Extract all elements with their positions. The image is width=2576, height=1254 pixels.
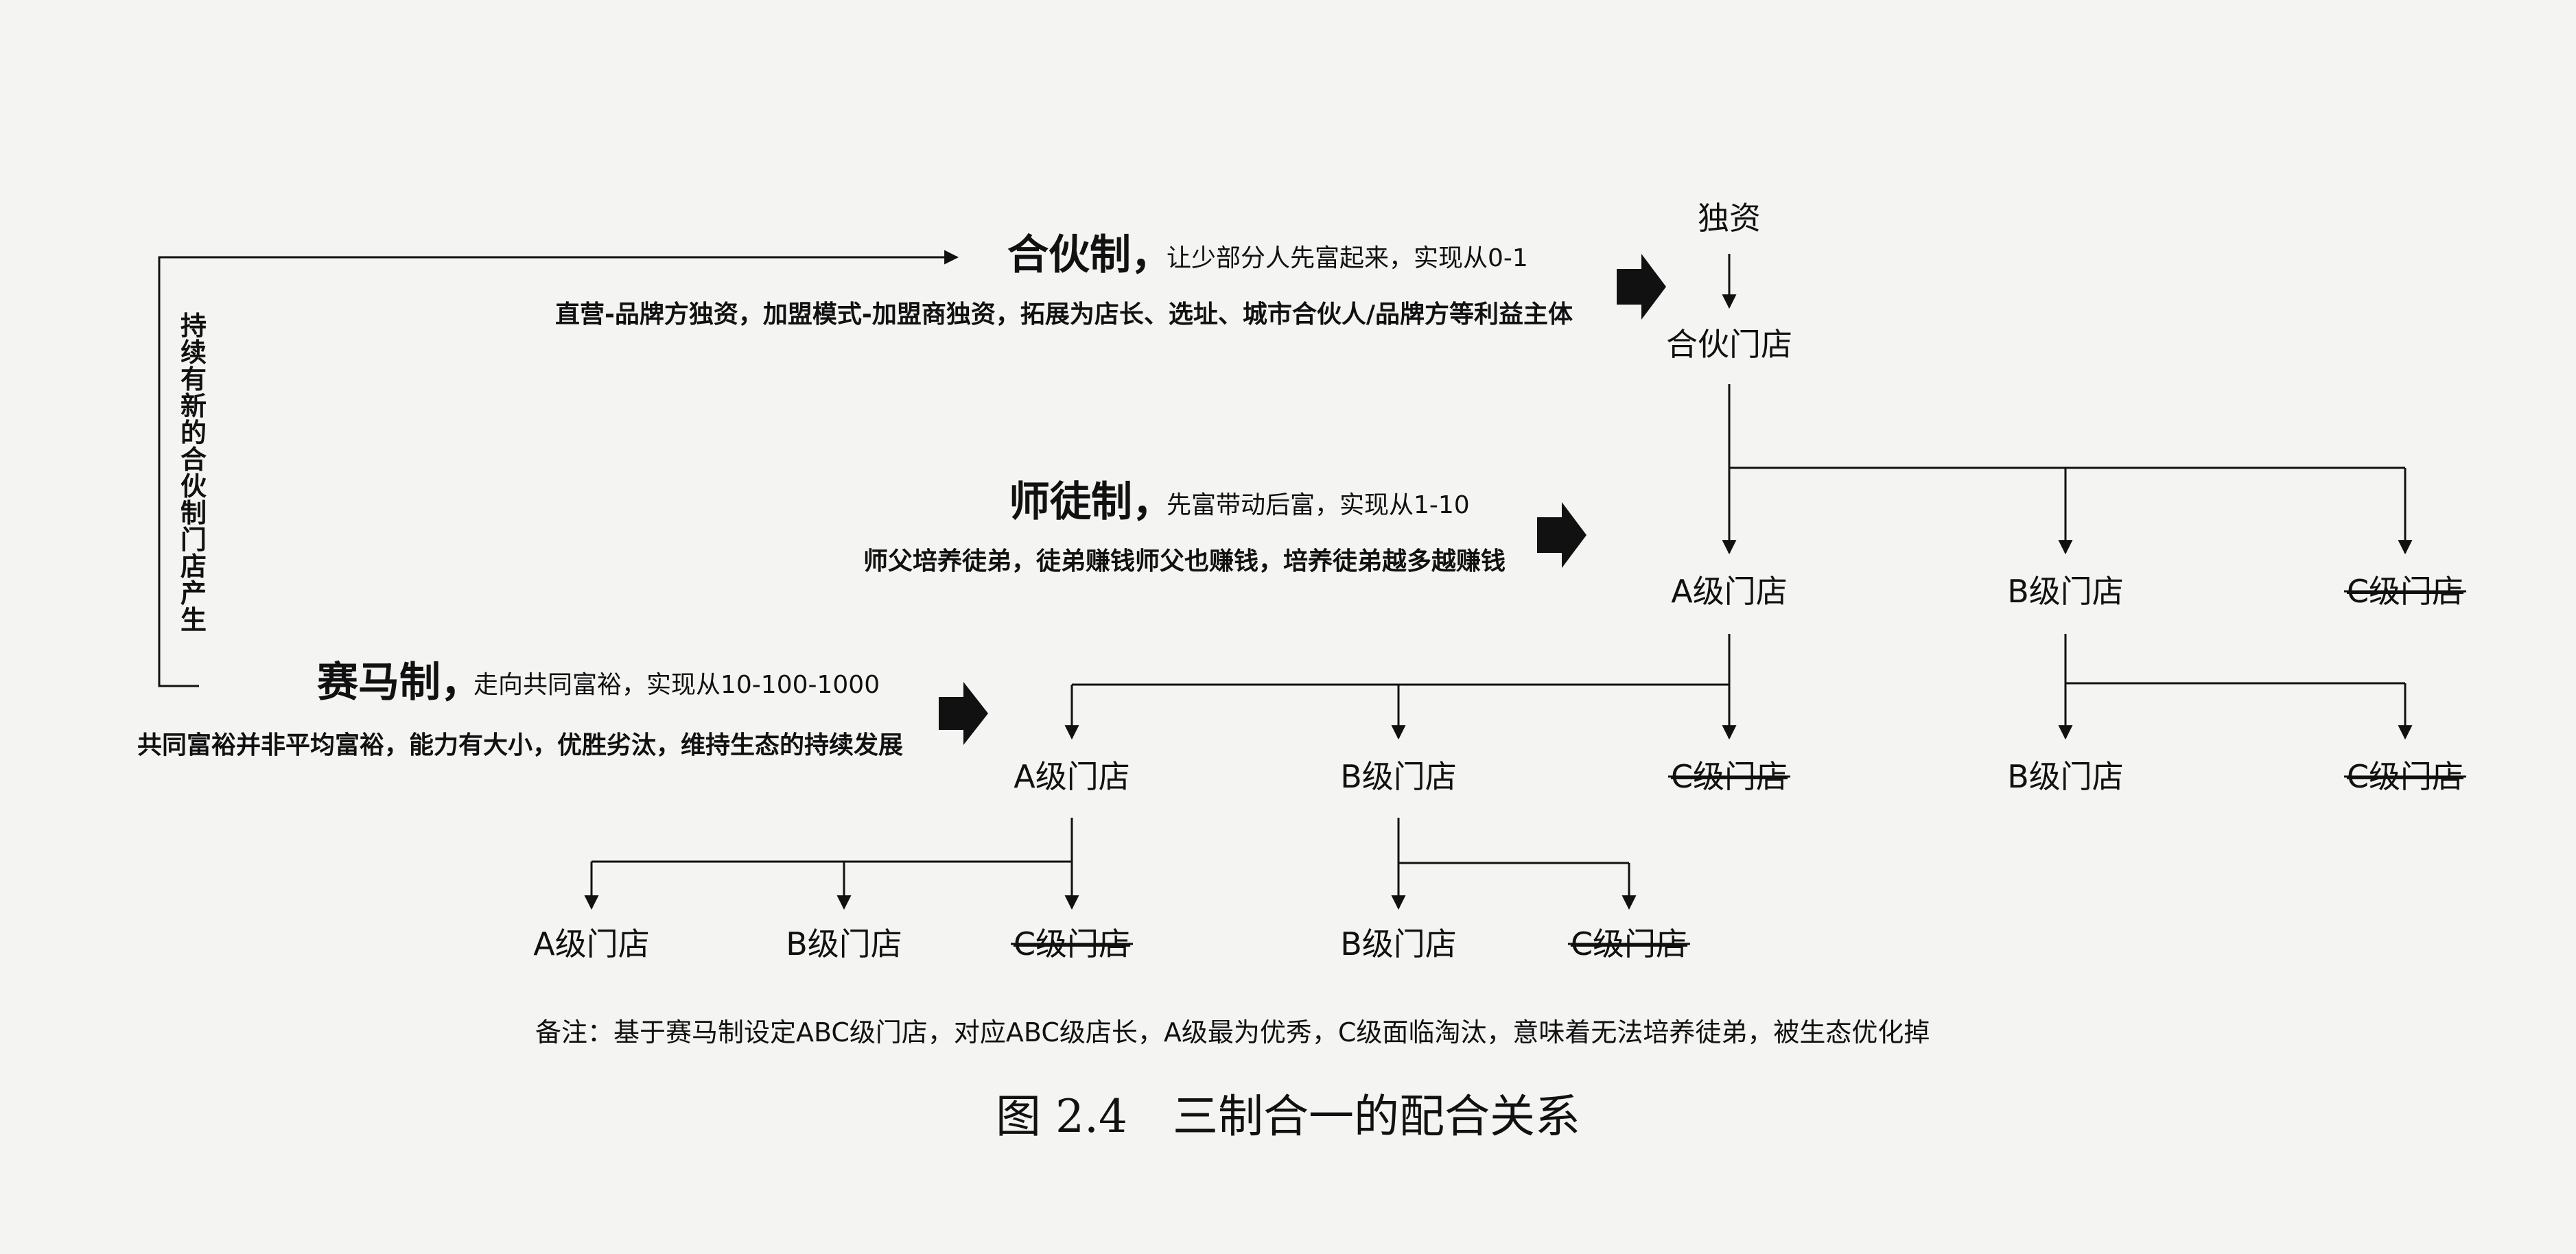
loop-connector xyxy=(158,250,959,687)
partnership-sub: 让少部分人先富起来，实现从0-1 xyxy=(1167,244,1528,272)
node-l2-a: A级门店 xyxy=(1014,758,1129,795)
tree-edges xyxy=(584,254,2413,910)
edge-l2b-level3 xyxy=(1397,818,1629,864)
edge-l1a-level2 xyxy=(1072,634,1731,686)
partnership-pointer-arrow xyxy=(1617,254,1666,320)
race-heading: 赛马制， xyxy=(317,659,482,707)
node-l2-b: B级门店 xyxy=(1340,758,1457,795)
edge-l1b-level2 xyxy=(2064,634,2405,685)
node-l3-a: A级门店 xyxy=(533,925,649,962)
section-race: 赛马制， 走向共同富裕，实现从10-100-1000 共同富裕并非平均富裕，能力… xyxy=(137,659,988,759)
mentor-sub: 先富带动后富，实现从1-10 xyxy=(1167,491,1470,519)
race-desc: 共同富裕并非平均富裕，能力有大小，优胜劣汰，维持生态的持续发展 xyxy=(137,731,903,759)
node-sole: 独资 xyxy=(1698,200,1761,237)
mentor-pointer-arrow xyxy=(1537,502,1586,568)
mentor-desc: 师父培养徒弟，徒弟赚钱师父也赚钱，培养徒弟越多越赚钱 xyxy=(863,547,1506,576)
loop-label: 持续有新的合伙制门店产生 xyxy=(180,311,207,635)
partnership-desc: 直营-品牌方独资，加盟模式-加盟商独资，拓展为店长、选址、城市合伙人/品牌方等利… xyxy=(555,300,1573,329)
node-l1-b: B级门店 xyxy=(2007,573,2124,610)
figure-caption: 图 2.4 三制合一的配合关系 xyxy=(996,1090,1580,1143)
node-l3-bb: B级门店 xyxy=(1340,925,1457,962)
mentor-heading: 师徒制， xyxy=(1009,478,1173,526)
node-l1-a: A级门店 xyxy=(1671,573,1787,610)
race-pointer-arrow xyxy=(939,682,988,745)
section-partnership: 合伙制， 让少部分人先富起来，实现从0-1 直营-品牌方独资，加盟模式-加盟商独… xyxy=(555,231,1666,329)
edge-l2a-level3 xyxy=(592,818,1073,863)
feedback-loop: 持续有新的合伙制门店产生 xyxy=(158,250,959,687)
footer-note: 备注：基于赛马制设定ABC级门店，对应ABC级店长，A级最为优秀，C级面临淘汰，… xyxy=(535,1017,1930,1048)
section-mentor: 师徒制， 先富带动后富，实现从1-10 师父培养徒弟，徒弟赚钱师父也赚钱，培养徒… xyxy=(863,478,1586,576)
strike-lines xyxy=(1011,590,2466,945)
partnership-heading: 合伙制， xyxy=(1007,231,1172,279)
node-l3-b: B级门店 xyxy=(786,925,902,962)
loop-label-text: 持续有新的合伙制门店产生 xyxy=(180,311,207,635)
node-partner-store: 合伙门店 xyxy=(1666,326,1792,363)
node-l2-bb: B级门店 xyxy=(2007,758,2124,795)
edge-partner-level1 xyxy=(1728,384,2405,469)
race-sub: 走向共同富裕，实现从10-100-1000 xyxy=(473,671,880,699)
